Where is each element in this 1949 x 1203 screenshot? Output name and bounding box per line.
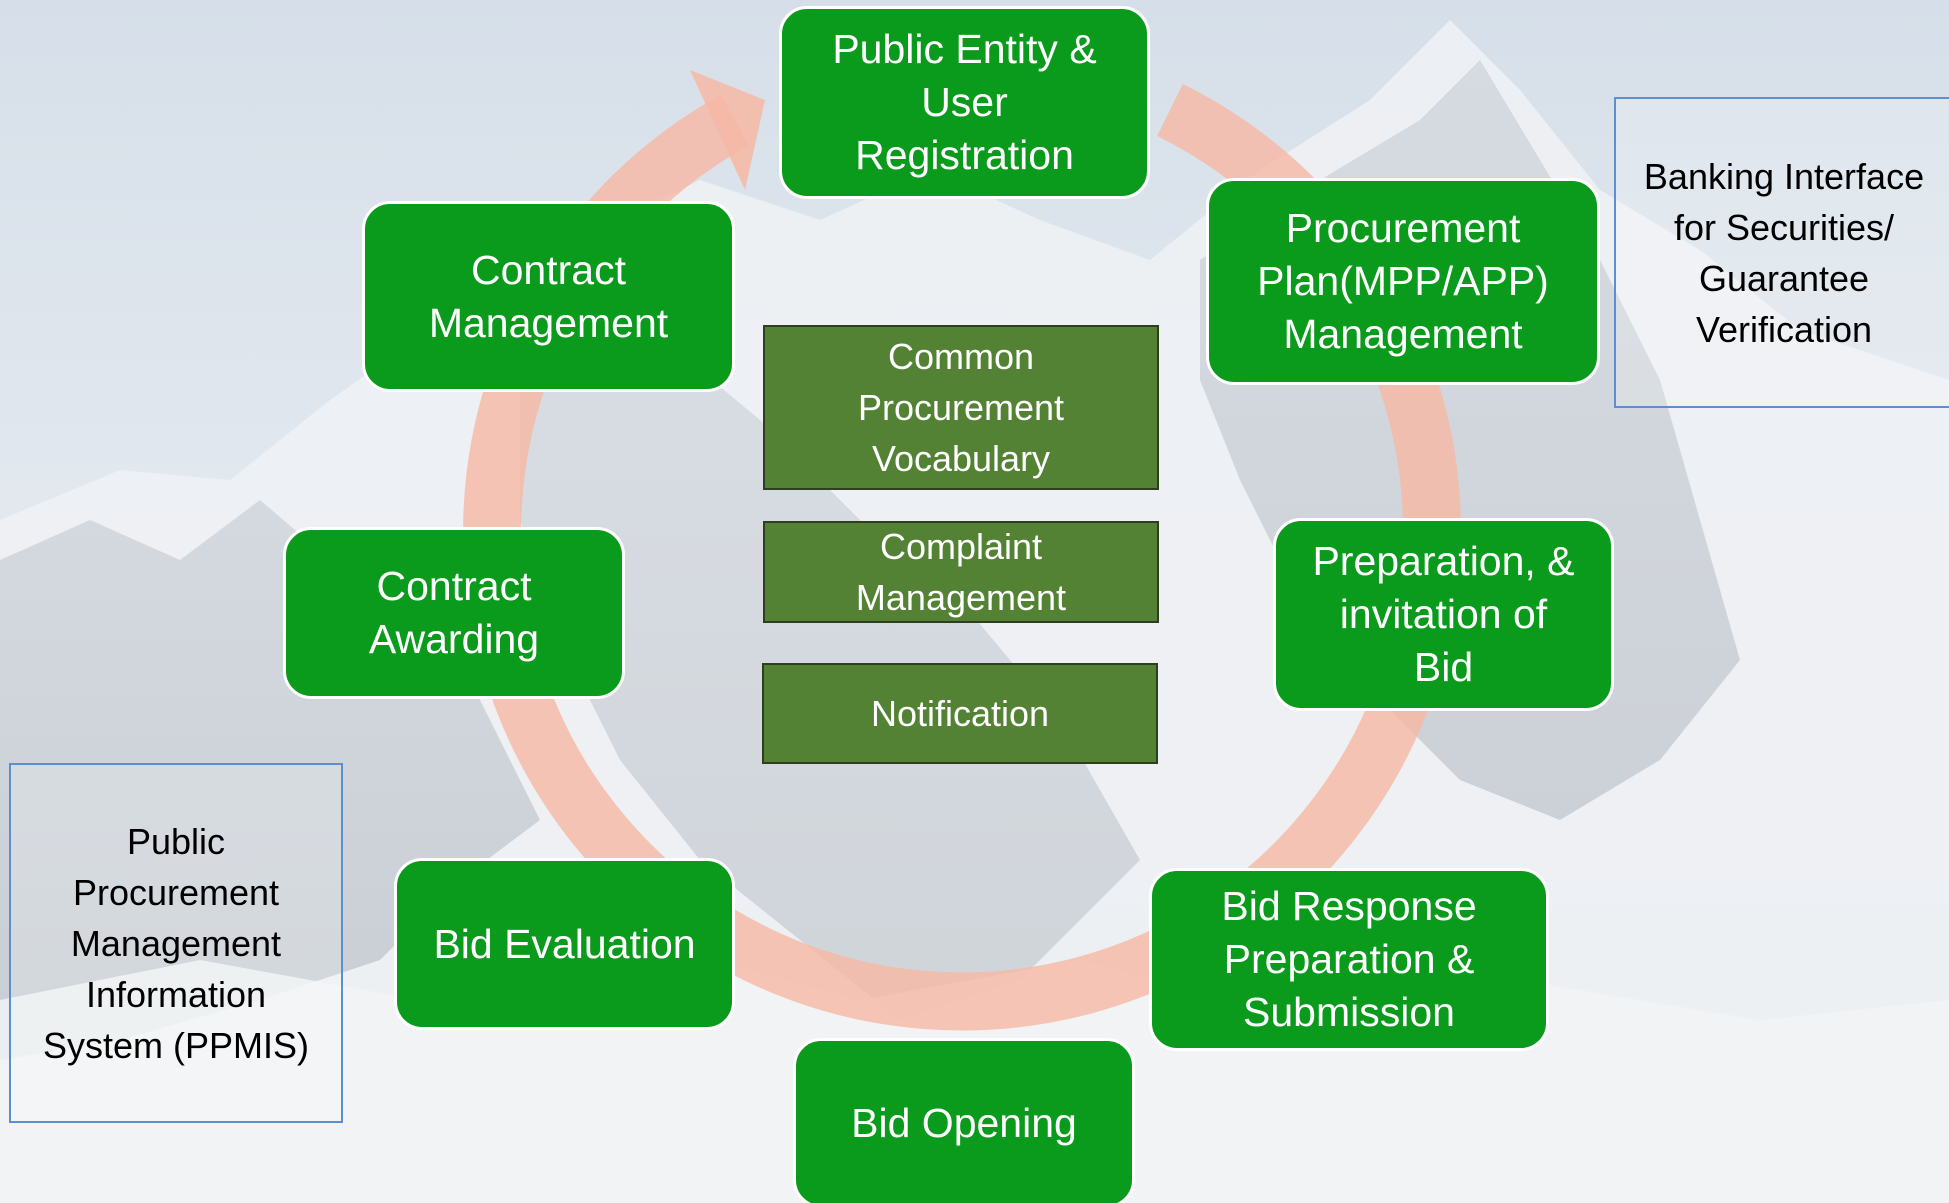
module-notification[interactable]: Notification — [762, 663, 1158, 764]
module-common-procurement-vocabulary[interactable]: Common Procurement Vocabulary — [763, 325, 1159, 490]
cycle-ring — [463, 84, 1462, 1031]
step-public-entity-user-registration[interactable]: Public Entity & User Registration — [779, 6, 1150, 199]
step-contract-management[interactable]: Contract Management — [362, 201, 735, 392]
note-ppmis-system: Public Procurement Management Informatio… — [9, 763, 343, 1123]
note-banking-interface: Banking Interface for Securities/ Guaran… — [1614, 97, 1949, 408]
step-preparation-invitation-of-bid[interactable]: Preparation, & invitation of Bid — [1273, 518, 1614, 711]
step-contract-awarding[interactable]: Contract Awarding — [283, 527, 625, 699]
cycle-arrowhead — [690, 70, 765, 190]
step-bid-response-preparation-submission[interactable]: Bid Response Preparation & Submission — [1149, 868, 1549, 1051]
module-complaint-management[interactable]: Complaint Management — [763, 521, 1159, 623]
circular-arrow-icon — [463, 70, 1462, 1031]
step-bid-opening[interactable]: Bid Opening — [793, 1038, 1135, 1203]
step-procurement-plan-management[interactable]: Procurement Plan(MPP/APP) Management — [1206, 178, 1600, 385]
step-bid-evaluation[interactable]: Bid Evaluation — [394, 858, 735, 1030]
